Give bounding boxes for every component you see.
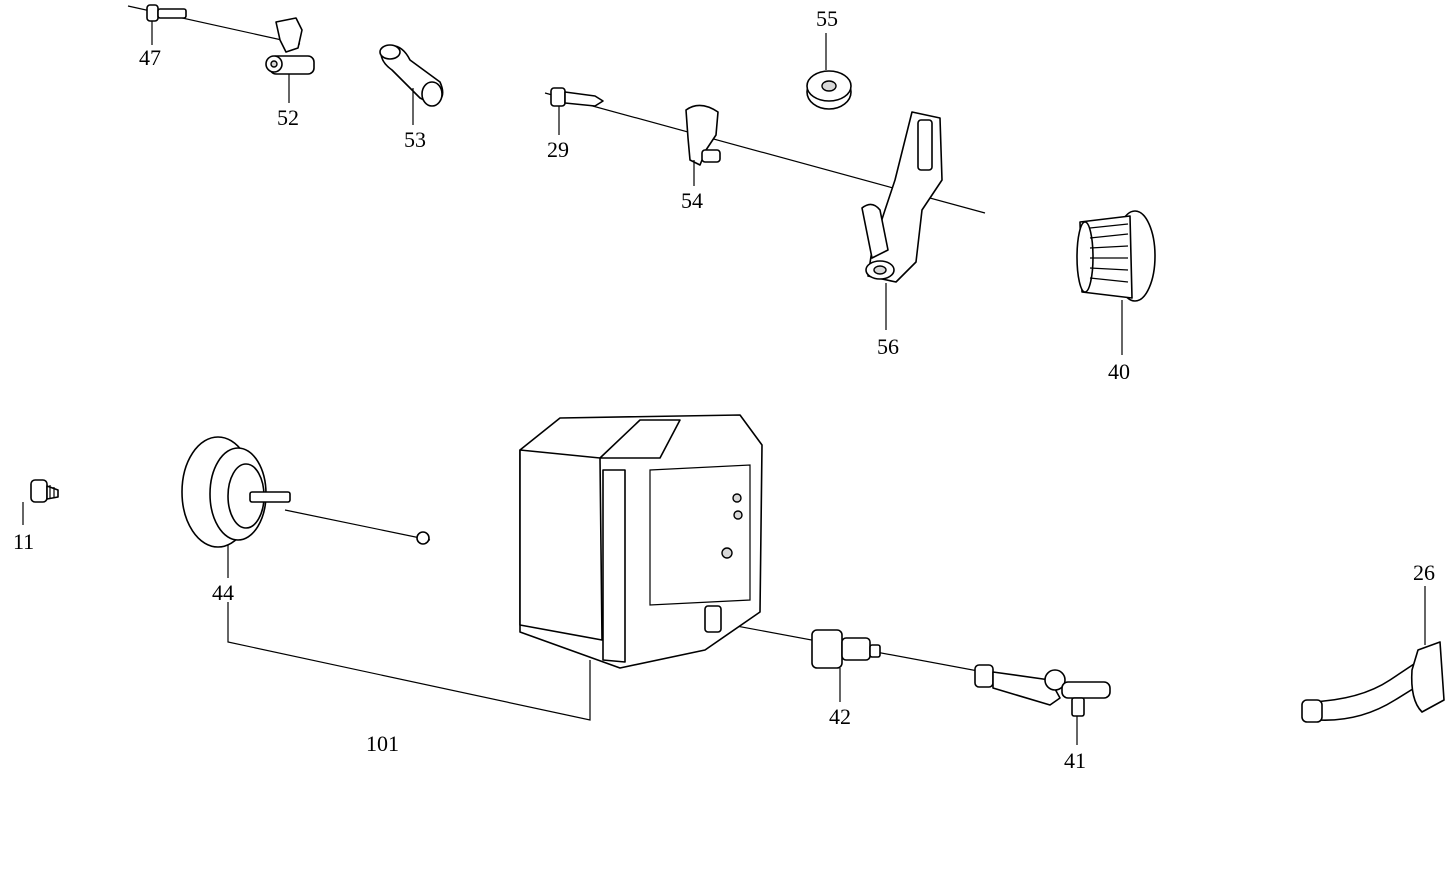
part-52-fitting[interactable] [265,17,315,75]
part-53-elbow[interactable] [379,44,444,107]
part-26-pipe[interactable] [1301,641,1445,723]
part-54-clamp[interactable] [685,104,721,166]
part-label-40: 40 [1108,359,1130,384]
part-label-54: 54 [681,188,703,213]
part-29-bolt[interactable] [550,87,604,107]
part-label-53: 53 [404,127,426,152]
part-44-filler-cap[interactable] [181,436,430,548]
part-40-threaded-plug[interactable] [1076,210,1156,302]
axis-line-44 [284,509,431,541]
part-label-29: 29 [547,137,569,162]
part-label-42: 42 [829,704,851,729]
part-label-47: 47 [139,45,161,70]
part-label-101: 101 [366,731,399,756]
part-41-hose-fitting[interactable] [974,664,1111,717]
part-55-washer[interactable] [806,70,852,110]
part-label-26: 26 [1413,560,1435,585]
part-101-tank[interactable] [519,414,763,669]
part-label-41: 41 [1064,748,1086,773]
part-42-connector[interactable] [811,629,881,669]
part-label-56: 56 [877,334,899,359]
part-47-screw[interactable] [146,4,187,22]
leader-101-bracket [227,602,591,721]
part-label-52: 52 [277,105,299,130]
part-label-11: 11 [13,529,34,554]
part-label-55: 55 [816,6,838,31]
part-11-screw[interactable] [30,479,59,503]
part-56-lever[interactable] [861,111,943,283]
part-label-44: 44 [212,580,234,605]
